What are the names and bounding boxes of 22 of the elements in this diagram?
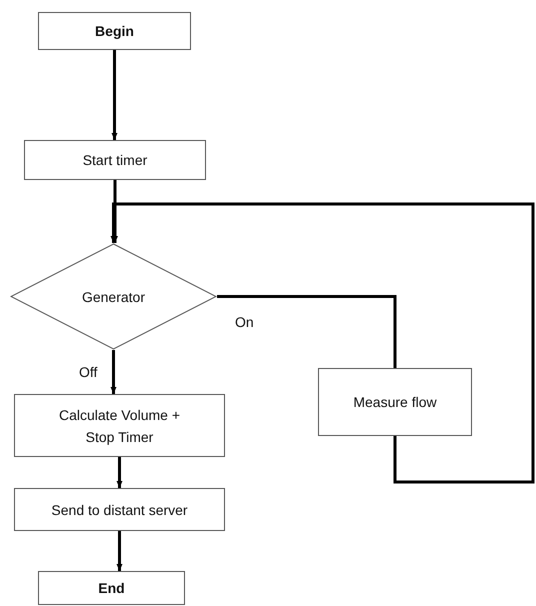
decision-diamond	[10, 243, 217, 350]
edge-label: On	[234, 314, 255, 330]
node-label: Calculate Volume + Stop Timer	[58, 406, 182, 447]
process-box	[14, 394, 225, 457]
node-label: Generator	[80, 288, 146, 306]
node-label: Begin	[94, 22, 135, 41]
edge-label: Off	[78, 364, 98, 380]
process-box	[318, 368, 472, 436]
arrow	[112, 180, 118, 243]
process-box	[24, 140, 206, 180]
terminal-box	[38, 12, 191, 50]
terminal-box	[38, 571, 185, 605]
node-label: Start timer	[82, 151, 148, 170]
node-label: Measure flow	[352, 393, 438, 412]
arrow	[110, 350, 116, 394]
arrow	[112, 50, 118, 140]
arrow	[110, 202, 534, 484]
arrow	[116, 531, 122, 571]
node-label: Send to distant server	[50, 500, 189, 520]
arrow	[116, 457, 122, 488]
node-label: End	[97, 579, 126, 598]
process-box	[14, 488, 225, 531]
